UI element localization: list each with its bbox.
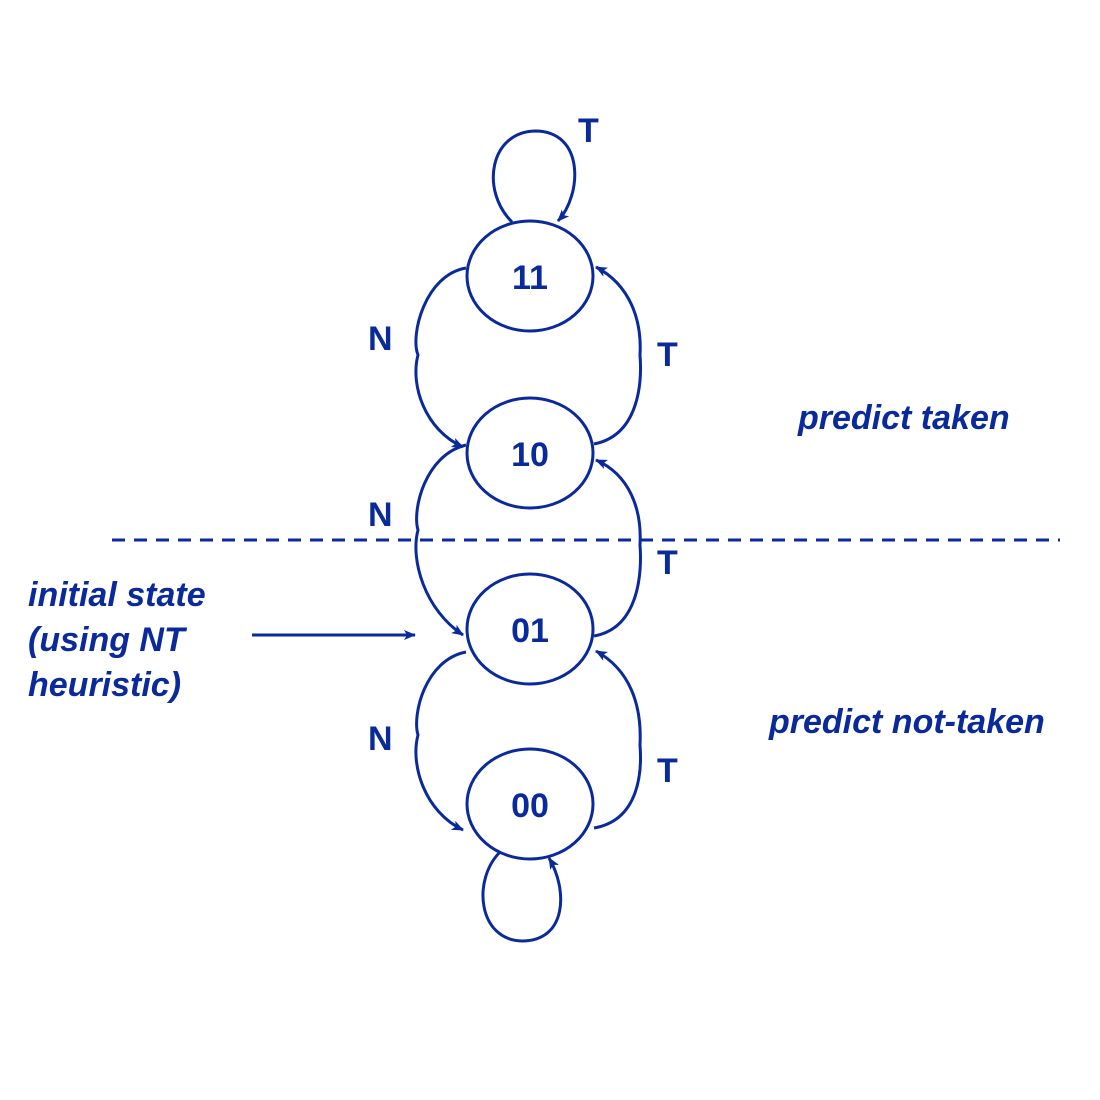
edge-10-to-11-taken	[593, 265, 642, 446]
edge-00-to-01-taken	[593, 649, 642, 830]
edge-label-n-11-10: N	[368, 320, 393, 358]
edge-label-t-00-01: T	[657, 752, 678, 790]
edge-label-n-10-01: N	[368, 496, 393, 534]
edge-label-t-10-11: T	[657, 336, 678, 374]
edge-11-to-10-not-taken	[414, 266, 467, 449]
state-node-00: 00	[465, 747, 595, 861]
state-label-00: 00	[511, 787, 549, 825]
state-label-11: 11	[512, 259, 548, 297]
self-loop-00-not-taken	[481, 850, 563, 943]
state-node-10: 10	[465, 396, 595, 510]
region-label-predict-not-taken: predict not-taken	[768, 703, 1045, 741]
edge-01-to-00-not-taken	[414, 650, 467, 832]
initial-state-note-line-1: initial state	[28, 576, 206, 614]
initial-state-note-line-3: heuristic)	[28, 666, 181, 704]
state-label-01: 01	[511, 612, 549, 650]
initial-state-note-line-2: (using NT	[28, 621, 188, 659]
edge-label-t-01-10: T	[657, 544, 678, 582]
edge-10-to-01-not-taken	[414, 443, 467, 637]
edge-01-to-10-taken	[593, 458, 642, 638]
self-loop-11-taken	[491, 129, 577, 224]
state-node-01: 01	[465, 572, 595, 686]
edge-label-self-11: T	[578, 112, 599, 150]
edge-label-n-01-00: N	[368, 720, 393, 758]
state-label-10: 10	[511, 436, 549, 474]
region-label-predict-taken: predict taken	[797, 399, 1010, 437]
state-node-11: 11	[465, 219, 595, 333]
